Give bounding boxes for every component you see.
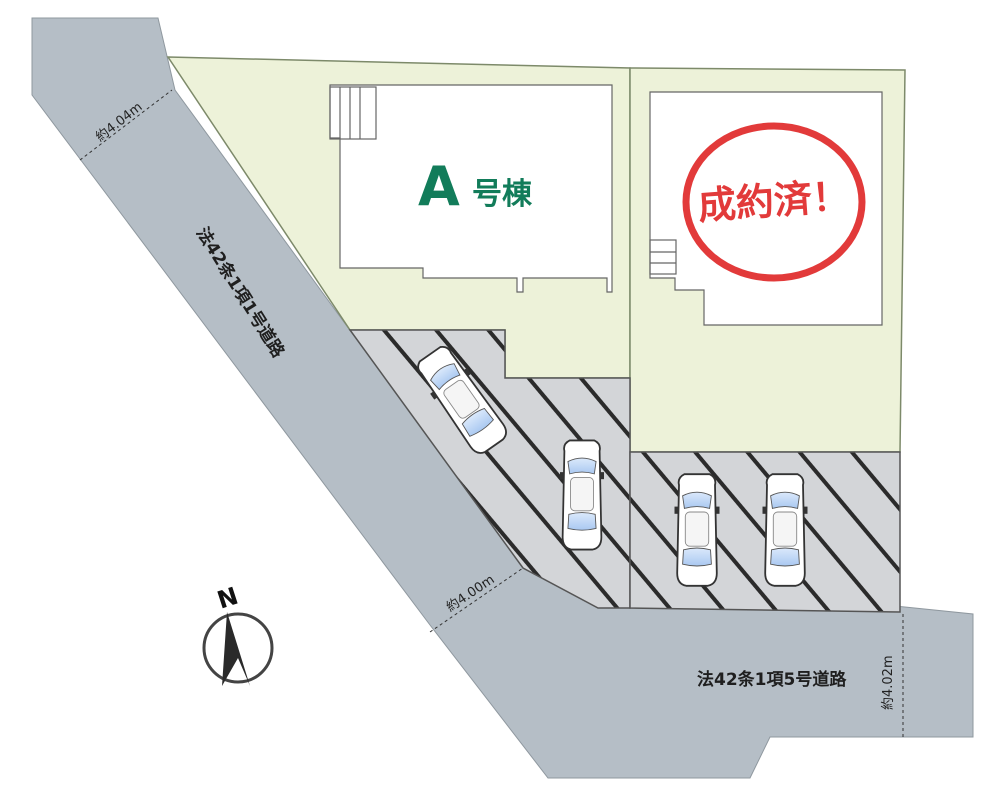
west-road — [31, 17, 974, 779]
compass-ring — [202, 612, 274, 684]
unit-a-letter: A — [418, 155, 460, 218]
car-b1 — [673, 473, 721, 587]
sold-stamp-text: 成約済！ — [697, 174, 852, 228]
building-a-balcony — [329, 86, 377, 140]
sold-stamp-ring — [682, 122, 866, 282]
building-a — [329, 84, 613, 293]
east-dimension-label: 約4.02m — [881, 655, 896, 710]
parking-b — [629, 451, 901, 613]
car-b2 — [761, 473, 809, 587]
car-a2 — [559, 439, 605, 551]
compass: N — [202, 582, 274, 686]
middle-dimension-line — [429, 567, 524, 633]
building-b-steps — [649, 239, 677, 275]
unit-a-suffix: 号棟 — [472, 177, 533, 212]
south-road-label: 法42条1項5号道路 — [697, 669, 847, 690]
compass-label: N — [214, 582, 242, 615]
north-dimension-line — [79, 89, 173, 161]
compass-needle-icon — [222, 612, 250, 686]
